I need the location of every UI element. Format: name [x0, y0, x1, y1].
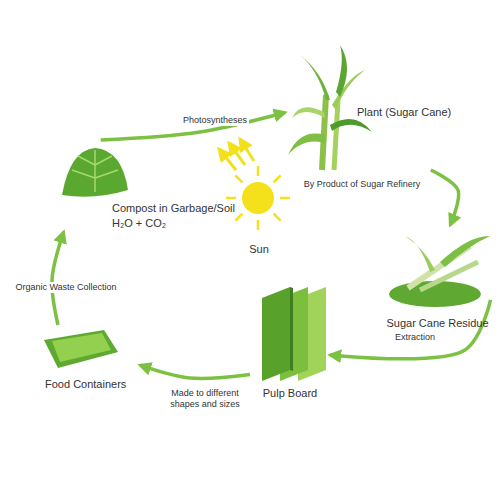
arrow-label: By Product of Sugar Refinery [302, 179, 423, 190]
food-container-tray-part [44, 330, 118, 368]
sugar-cane-plant-part [292, 107, 325, 118]
sun-icon-part [226, 166, 290, 230]
cycle-arrow [431, 170, 459, 225]
cane-residue-part [405, 236, 435, 272]
sugar-cane-plant-part [288, 134, 326, 155]
arrow-label: Extraction [393, 332, 437, 343]
arrow-label: Organic Waste Collection [13, 282, 118, 293]
sugar-cane-node: Plant (Sugar Cane) [285, 55, 465, 170]
sun-icon-part [242, 182, 274, 214]
node-label: Pulp Board [263, 387, 317, 400]
cycle-arrow [140, 365, 250, 378]
sun-icon-part-part [240, 139, 254, 161]
cane-residue [389, 236, 490, 307]
node-label: Food Containers [45, 378, 126, 391]
compost-heap-part [94, 150, 96, 192]
compost-heap-part [72, 156, 118, 178]
sun-icon-part-part [274, 175, 281, 182]
food-container-tray [44, 330, 118, 368]
sugar-cane-plant-part [334, 100, 338, 170]
arrow-label: Made to different shapes and sizes [162, 388, 248, 410]
sun-icon-part-part [257, 166, 260, 176]
sun-icon-part-part [257, 220, 260, 230]
sun-icon-part-part [235, 214, 242, 221]
sun-icon-part-part [280, 197, 290, 200]
sun-icon-part-part [229, 143, 245, 165]
sun-icon-part-part [226, 197, 236, 200]
node-label: Compost in Garbage/Soil [112, 202, 235, 215]
food-container-tray-part [52, 333, 111, 362]
food-container-node: Food Containers [40, 325, 140, 393]
cycle-arrow [52, 232, 64, 325]
sun-node: Sun [225, 163, 293, 258]
node-label: Sun [249, 243, 269, 256]
cane-residue-part [440, 236, 490, 267]
cycle-arrow [101, 113, 285, 141]
sugar-cane-plant-part [336, 45, 347, 97]
sugar-cane-plant-part [330, 119, 372, 132]
compost-node: Compost in Garbage/SoilH₂O + CO₂ [50, 140, 245, 232]
sun-icon-part [219, 139, 254, 170]
residue-node: Sugar Cane Residue [384, 225, 490, 332]
pulp-boards-part [262, 287, 290, 381]
node-label: Plant (Sugar Cane) [357, 106, 451, 119]
compost-heap-part [62, 148, 128, 197]
pulp-boards-part [290, 287, 293, 371]
node-label: Sugar Cane Residue [386, 317, 488, 330]
pulp-boards [262, 287, 326, 381]
sugar-cane-plant-part [300, 55, 330, 100]
sugar-cane-plant-part [322, 95, 326, 170]
arrow-label: Photosyntheses [181, 115, 249, 126]
sun-icon-part-part [219, 149, 236, 170]
compost-heap [62, 148, 128, 197]
sun-icon-part-part [235, 175, 242, 182]
sun-icon-part-part [274, 214, 281, 221]
pulp-board-node: Pulp Board [250, 283, 330, 405]
cycle-arrow [330, 300, 491, 359]
node-label: H₂O + CO₂ [112, 217, 166, 230]
sun-icon [219, 139, 290, 230]
